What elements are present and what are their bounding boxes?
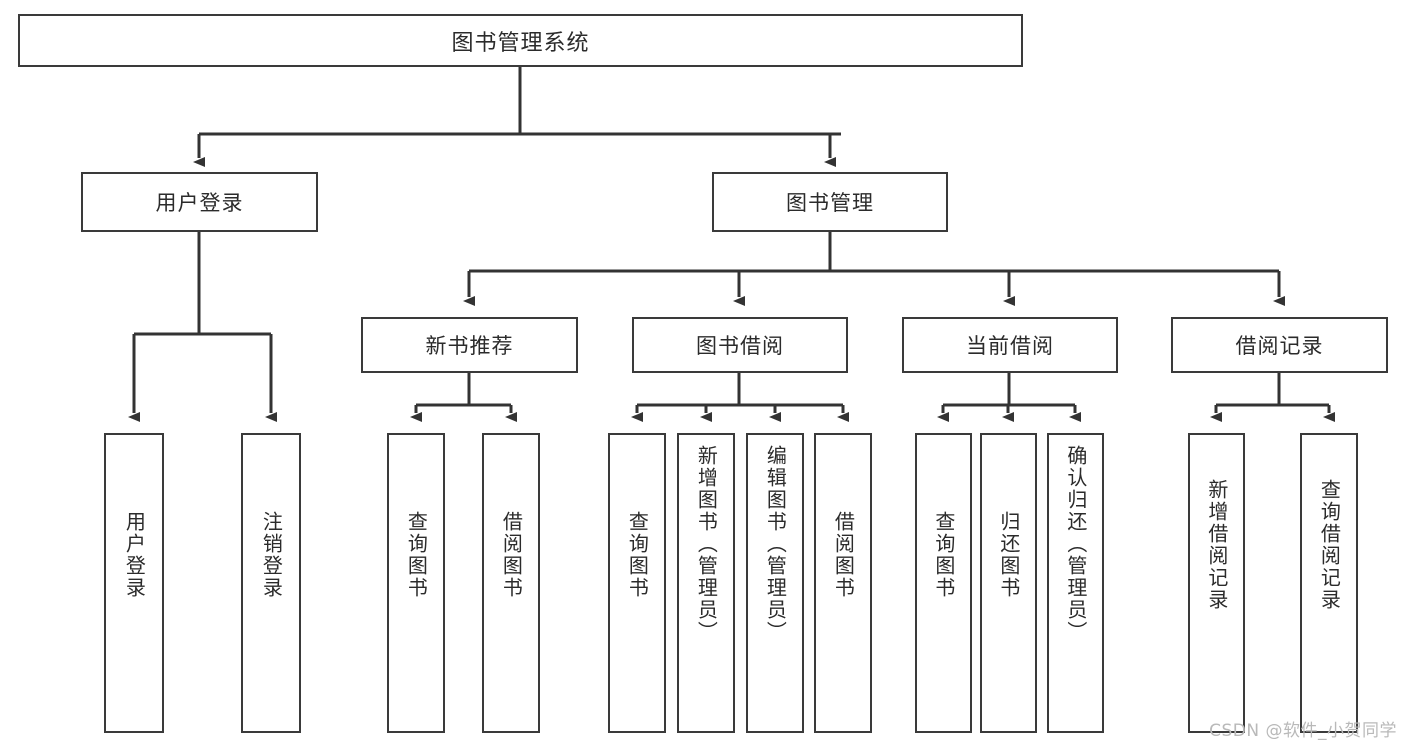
node-label: 借阅图书: [831, 511, 856, 599]
node-label: 图书借阅: [696, 334, 784, 358]
node-label: 确认归还（管理员）: [1063, 445, 1088, 643]
node-label: 新增借阅记录: [1204, 479, 1229, 611]
node-leaf-query-book-borrow[interactable]: 查询图书: [608, 433, 666, 733]
node-label: 新书推荐: [425, 334, 514, 358]
node-leaf-edit-book[interactable]: 编辑图书（管理员）: [746, 433, 804, 733]
node-leaf-borrow-book[interactable]: 借阅图书: [814, 433, 872, 733]
node-book-management-system[interactable]: 图书管理系统: [18, 14, 1023, 67]
node-leaf-query-book-recommend[interactable]: 查询图书: [387, 433, 445, 733]
node-label: 图书管理系统: [451, 30, 590, 56]
node-label: 归还图书: [996, 511, 1021, 599]
node-leaf-logout-login[interactable]: 注销登录: [241, 433, 301, 733]
node-label: 新增图书（管理员）: [694, 445, 719, 643]
node-label: 用户登录: [122, 511, 147, 599]
node-leaf-user-login[interactable]: 用户登录: [104, 433, 164, 733]
node-user-login[interactable]: 用户登录: [81, 172, 318, 232]
node-label: 查询图书: [404, 511, 429, 599]
csdn-watermark: CSDN @软件_小贺同学: [1209, 721, 1397, 741]
node-leaf-borrow-book-recommend[interactable]: 借阅图书: [482, 433, 540, 733]
node-leaf-confirm-return[interactable]: 确认归还（管理员）: [1047, 433, 1104, 733]
node-label: 图书管理: [786, 191, 874, 215]
node-label: 借阅记录: [1235, 334, 1324, 358]
node-label: 查询借阅记录: [1317, 479, 1342, 611]
node-book-borrow[interactable]: 图书借阅: [632, 317, 848, 373]
node-leaf-return-book[interactable]: 归还图书: [980, 433, 1037, 733]
node-current-borrow[interactable]: 当前借阅: [902, 317, 1118, 373]
node-label: 用户登录: [155, 191, 244, 215]
node-leaf-add-borrow-record[interactable]: 新增借阅记录: [1188, 433, 1245, 733]
node-leaf-query-borrow-record[interactable]: 查询借阅记录: [1300, 433, 1358, 733]
node-label: 借阅图书: [499, 511, 524, 599]
node-label: 查询图书: [625, 511, 650, 599]
node-new-book-recommend[interactable]: 新书推荐: [361, 317, 578, 373]
node-label: 编辑图书（管理员）: [763, 445, 788, 643]
node-borrow-record[interactable]: 借阅记录: [1171, 317, 1388, 373]
node-label: 当前借阅: [966, 334, 1054, 358]
node-label: 查询图书: [931, 511, 956, 599]
node-leaf-query-book-current[interactable]: 查询图书: [915, 433, 972, 733]
node-book-management[interactable]: 图书管理: [712, 172, 948, 232]
node-label: 注销登录: [259, 511, 284, 599]
node-leaf-add-book[interactable]: 新增图书（管理员）: [677, 433, 735, 733]
